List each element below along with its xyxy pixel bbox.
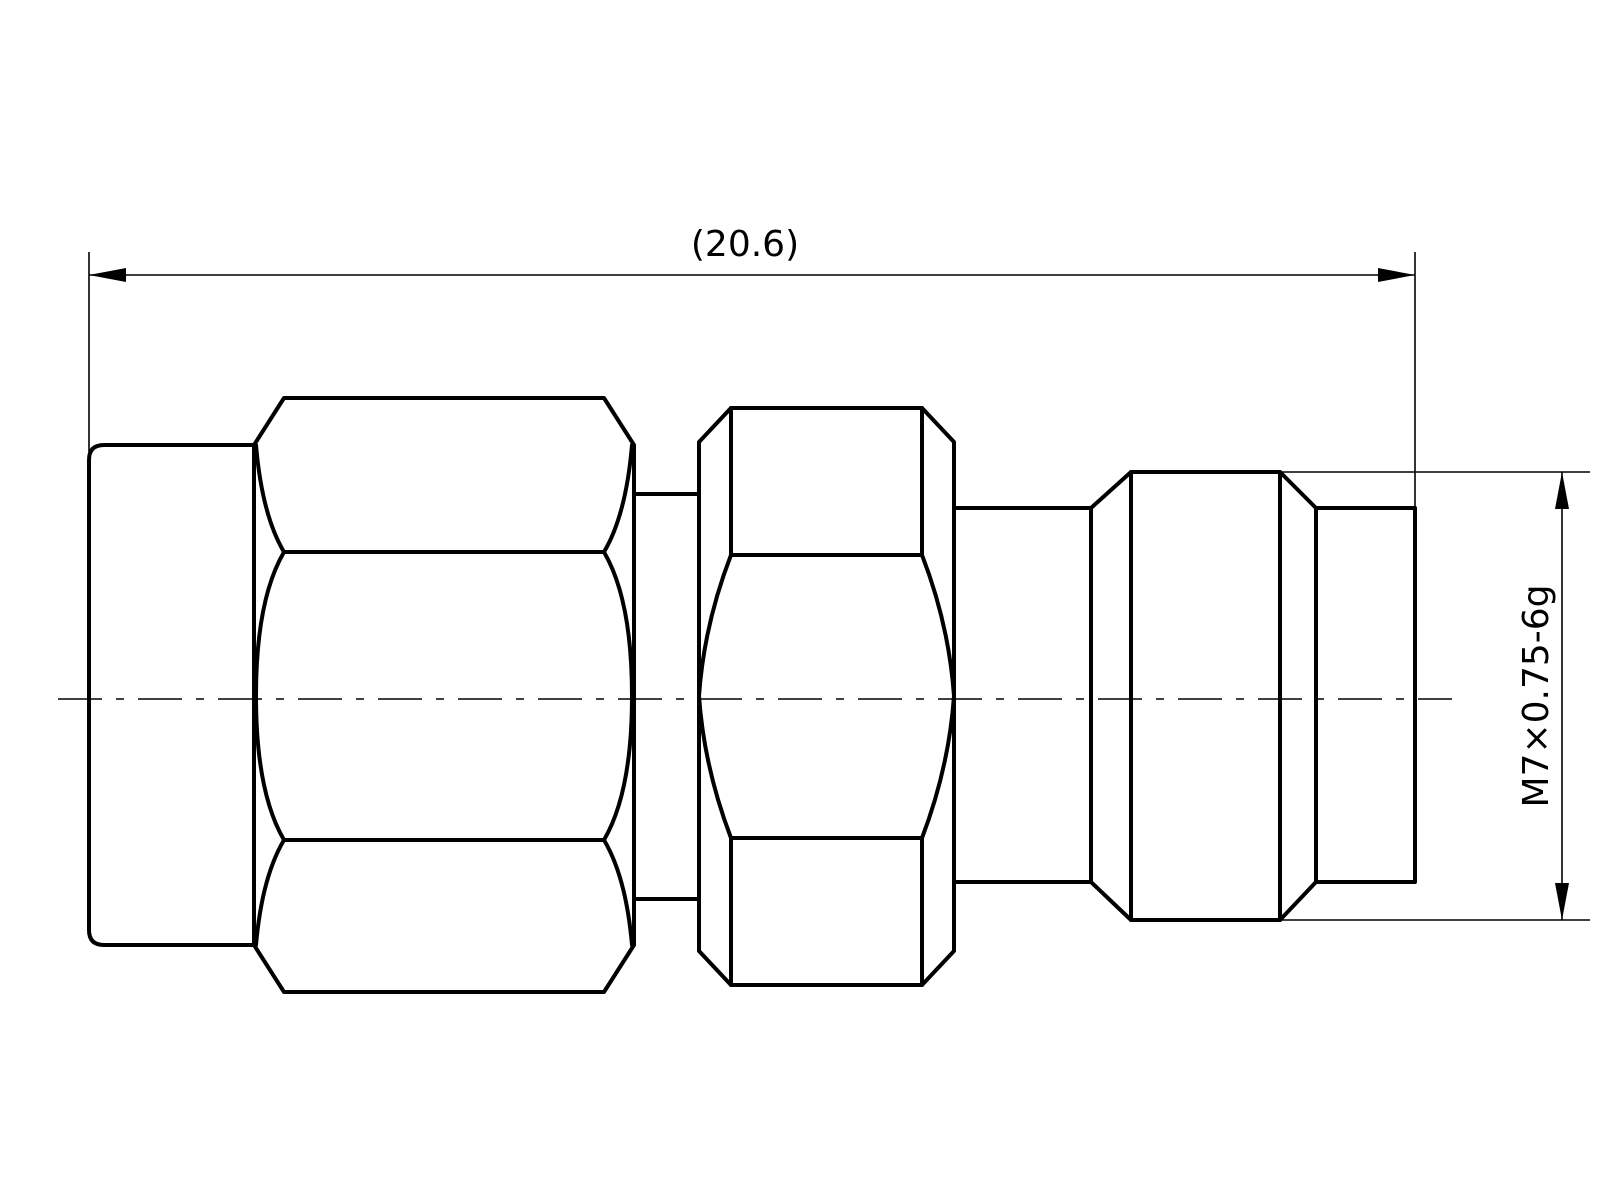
left-hex-arc-1 [254,443,286,554]
left-hex-arc-2 [602,443,634,554]
middle-hex-arc-left [697,553,733,840]
thread-dimension: M7×0.75-6g [1250,471,1590,921]
neck-left [632,492,701,901]
overall-length-label: (20.6) [691,224,799,265]
threaded-collar [1089,470,1318,922]
arrowhead-left [89,268,126,282]
middle-hex-outline [697,406,956,987]
arrowhead-top [1555,472,1569,509]
left-hex-outline [252,396,636,994]
overall-length-dimension: (20.6) [88,224,1416,508]
thread-spec-label: M7×0.75-6g [1516,584,1557,807]
left-hex-arc-6 [602,838,634,947]
left-cap [87,443,256,947]
arrowhead-bottom [1555,883,1569,920]
left-hex-arc-4 [602,550,634,842]
right-end [1314,506,1417,884]
collar-outline [1089,470,1318,922]
right-body [952,506,1093,884]
left-hex-arc-5 [254,838,286,947]
middle-hex-arc-right [920,553,956,840]
arrowhead-right [1378,268,1415,282]
middle-hex-body [697,406,956,987]
left-hex-nut [252,396,636,994]
left-hex-arc-3 [254,550,286,842]
